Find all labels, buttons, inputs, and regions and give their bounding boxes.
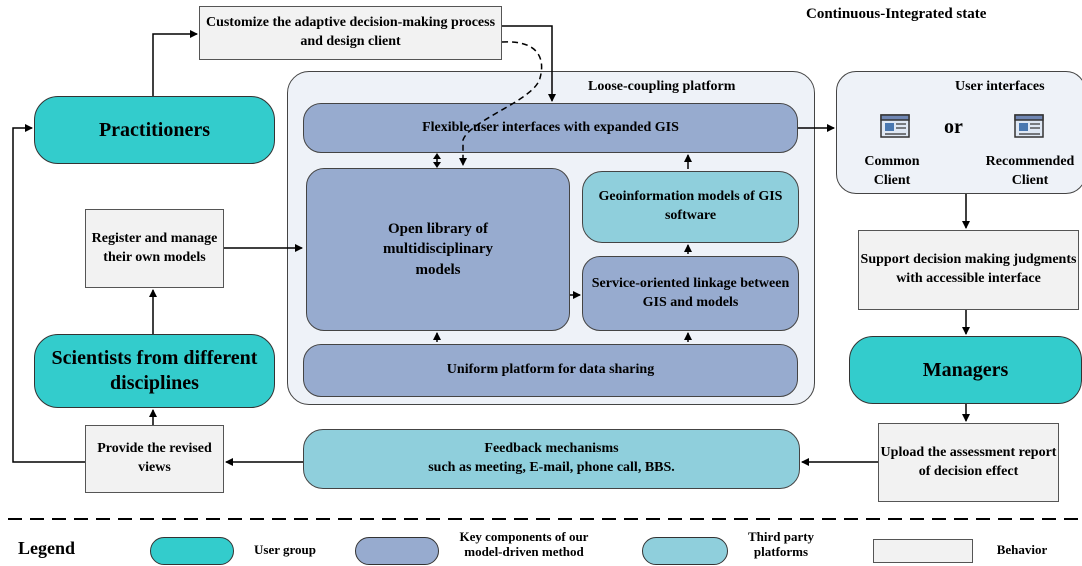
- arrow-provide-to-practitioners: [12, 124, 85, 463]
- service-linkage-component: Service-oriented linkage between GIS and…: [582, 256, 799, 331]
- client-window-icon: [880, 114, 910, 138]
- state-label: Continuous-Integrated state: [806, 6, 987, 22]
- legend-key-components-label: Key components of our model-driven metho…: [459, 529, 589, 559]
- legend-key-components-swatch: [355, 537, 439, 565]
- client-window-icon: [1014, 114, 1044, 138]
- provide-views-box: Provide the revised views: [85, 425, 224, 493]
- legend-title: Legend: [18, 538, 76, 558]
- feedback-line-1: Feedback mechanisms: [484, 441, 619, 457]
- managers-group: Managers: [849, 336, 1082, 404]
- arrow-practitioners-to-customize: [152, 30, 198, 96]
- scientists-group: Scientists from different disciplines: [34, 334, 275, 408]
- legend-behavior-label: Behavior: [996, 542, 1048, 557]
- legend-third-party-label: Third party platforms: [747, 529, 815, 559]
- flexible-ui-component: Flexible user interfaces with expanded G…: [303, 103, 798, 153]
- support-decision-box: Support decision making judgments with a…: [858, 230, 1079, 310]
- common-client-label: Common Client: [864, 154, 920, 188]
- legend-third-party-swatch: [642, 537, 728, 565]
- or-label: or: [944, 116, 963, 138]
- register-models-box: Register and manage their own models: [85, 209, 224, 288]
- upload-report-box: Upload the assessment report of decision…: [878, 423, 1059, 502]
- legend-user-group-swatch: [150, 537, 234, 565]
- feedback-line-2: such as meeting, E-mail, phone call, BBS…: [428, 460, 675, 475]
- user-interfaces-title: User interfaces: [955, 79, 1045, 94]
- recommended-client-label: Recommended Client: [985, 154, 1075, 188]
- practitioners-group: Practitioners: [34, 96, 275, 164]
- geoinformation-models-box: Geoinformation models of GIS software: [582, 171, 799, 243]
- open-library-component: Open library of multidisciplinary models: [306, 168, 570, 331]
- platform-title: Loose-coupling platform: [588, 79, 736, 94]
- uniform-platform-component: Uniform platform for data sharing: [303, 344, 798, 397]
- legend-user-group-label: User group: [254, 542, 316, 557]
- customize-process-box: Customize the adaptive decision-making p…: [199, 6, 502, 60]
- legend-behavior-swatch: [873, 539, 973, 563]
- feedback-mechanisms-box: Feedback mechanisms such as meeting, E-m…: [303, 429, 800, 489]
